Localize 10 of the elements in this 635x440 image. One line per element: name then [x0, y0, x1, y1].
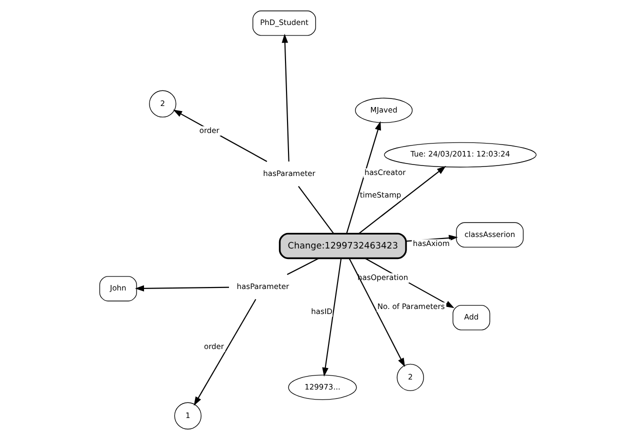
arrow	[134, 285, 229, 292]
node-box: Change:1299732463423	[278, 232, 406, 260]
arrow	[346, 121, 380, 234]
connector	[286, 258, 319, 275]
arrow	[193, 299, 256, 406]
connector	[298, 186, 334, 234]
arrow	[348, 258, 405, 368]
arrow	[281, 34, 289, 162]
arrow	[322, 258, 342, 377]
arrow	[172, 110, 267, 162]
